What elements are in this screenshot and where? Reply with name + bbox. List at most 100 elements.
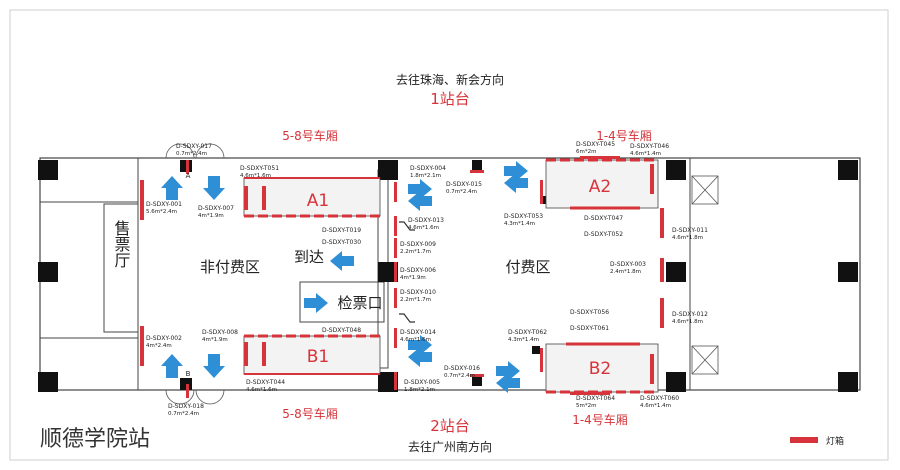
ad-code: D-SDXY-T046	[630, 143, 669, 150]
ad-size: 0.7m*2.4m	[446, 189, 477, 195]
lightbox-062	[540, 348, 543, 372]
ad-code: D-SDXY-007	[198, 205, 234, 212]
pillar	[38, 262, 58, 282]
ticket-hall-label: 售票厅	[112, 220, 131, 268]
platform1-direction: 去往珠海、新会方向	[396, 72, 504, 87]
platform1-name: 1站台	[430, 90, 470, 108]
ad-code: D-SDXY-T019	[322, 227, 361, 234]
station-name: 顺德学院站	[40, 427, 150, 452]
unpaid-area-label: 非付费区	[200, 258, 260, 276]
escalator-icon	[399, 313, 415, 323]
lightbox-007	[244, 186, 248, 210]
ad-code: D-SDXY-010	[400, 289, 436, 296]
arrow-right	[496, 361, 520, 381]
arrow-left	[408, 347, 432, 367]
ad-code: D-SDXY-018	[168, 403, 204, 410]
ad-size: 2.2m*1.7m	[400, 249, 431, 255]
lightbox-064	[570, 392, 610, 395]
lightbox-013	[394, 216, 397, 236]
ad-code: D-SDXY-T048	[322, 327, 361, 334]
arrow-right	[304, 293, 328, 313]
ad-size: 4.6m*1.6m	[246, 387, 277, 393]
platform2-direction: 去往广州南方向	[408, 439, 492, 454]
pillar	[838, 262, 858, 282]
ad-code: D-SDXY-T060	[640, 395, 679, 402]
arrow-left	[496, 373, 520, 393]
elevators	[691, 175, 719, 375]
arrow-left	[504, 173, 528, 193]
stair-b2-box	[545, 343, 659, 393]
escalator-icon	[399, 221, 415, 231]
car-label-bottom-left: 5-8号车厢	[282, 406, 338, 421]
ad-size: 6m*2m	[576, 149, 596, 155]
stair-a2-box	[545, 159, 659, 209]
arrow-right	[408, 179, 432, 199]
ad-code: D-SDXY-017	[176, 143, 212, 150]
ad-size: 4m*1.9m	[198, 213, 224, 219]
ad-code: D-SDXY-014	[400, 329, 436, 336]
lightbox-010	[394, 288, 397, 308]
pillar	[838, 372, 858, 392]
ad-size: 2.4m*1.8m	[610, 269, 641, 275]
gate-label: 检票口	[337, 294, 382, 312]
ad-code: D-SDXY-T053	[504, 213, 543, 220]
pillars	[38, 160, 858, 392]
ad-size: 2.2m*1.7m	[400, 297, 431, 303]
ad-code: D-SDXY-013	[408, 217, 444, 224]
ad-code: D-SDXY-006	[400, 267, 436, 274]
ad-size: 0.7m*2.4m	[444, 373, 475, 379]
lightbox-002	[140, 326, 144, 366]
exit-label-a: A	[186, 172, 191, 180]
pillar	[666, 160, 686, 180]
ad-code: D-SDXY-T062	[508, 329, 547, 336]
arrow-up	[161, 354, 183, 378]
ad-size: 4.6m*1.6m	[240, 173, 271, 179]
elevator-cross	[691, 175, 719, 205]
stair-b1-box	[243, 335, 381, 375]
ad-size: 0.7m*2.4m	[176, 151, 207, 157]
gate-corridor	[299, 281, 385, 323]
ad-code: D-SDXY-T047	[584, 215, 623, 222]
lightbox-017	[186, 160, 189, 174]
ad-size: 4m*1.9m	[202, 337, 228, 343]
lightbox-016	[470, 374, 484, 377]
lightbox-015	[470, 170, 484, 173]
stairs-a2	[545, 158, 659, 210]
ad-code: D-SDXY-T056	[570, 309, 609, 316]
ad-size: 5.6m*2.4m	[146, 209, 177, 215]
map-frame	[9, 9, 889, 461]
pillar	[540, 196, 548, 204]
door-arc	[195, 389, 225, 405]
lightbox-009	[394, 238, 397, 258]
lightbox-012	[660, 298, 664, 328]
pillar	[838, 160, 858, 180]
legend-swatch	[790, 437, 818, 443]
ad-size: 5m*2m	[576, 403, 596, 409]
ad-size: 4.6m*1.4m	[630, 151, 661, 157]
car-label-top-right: 1-4号车厢	[596, 128, 652, 143]
arrive-label: 到达	[294, 248, 324, 266]
arrow-left	[408, 191, 432, 211]
ad-code: D-SDXY-004	[410, 165, 446, 172]
elevator-box	[691, 175, 719, 205]
stair-label-a1: A1	[307, 191, 329, 211]
ad-code: D-SDXY-011	[672, 227, 708, 234]
pillar	[38, 372, 58, 392]
arrow-up	[161, 176, 183, 200]
stairs-a1	[243, 177, 381, 218]
ad-size: 1.8m*2.1m	[404, 387, 435, 393]
ad-code: D-SDXY-012	[672, 311, 708, 318]
elevator-box	[691, 345, 719, 375]
ad-size: 4.6m*1.8m	[672, 319, 703, 325]
pillar	[378, 160, 398, 180]
ad-size: 4.6m*1.8m	[672, 235, 703, 241]
ad-code: D-SDXY-001	[146, 201, 182, 208]
legend-label: 灯箱	[826, 435, 844, 447]
pillar	[666, 372, 686, 392]
door-arc	[165, 389, 195, 405]
pillar	[472, 160, 482, 170]
ad-size: 0.7m*2.4m	[168, 411, 199, 417]
ad-size: 4.6m*1.6m	[408, 225, 439, 231]
ad-code: D-SDXY-002	[146, 335, 182, 342]
